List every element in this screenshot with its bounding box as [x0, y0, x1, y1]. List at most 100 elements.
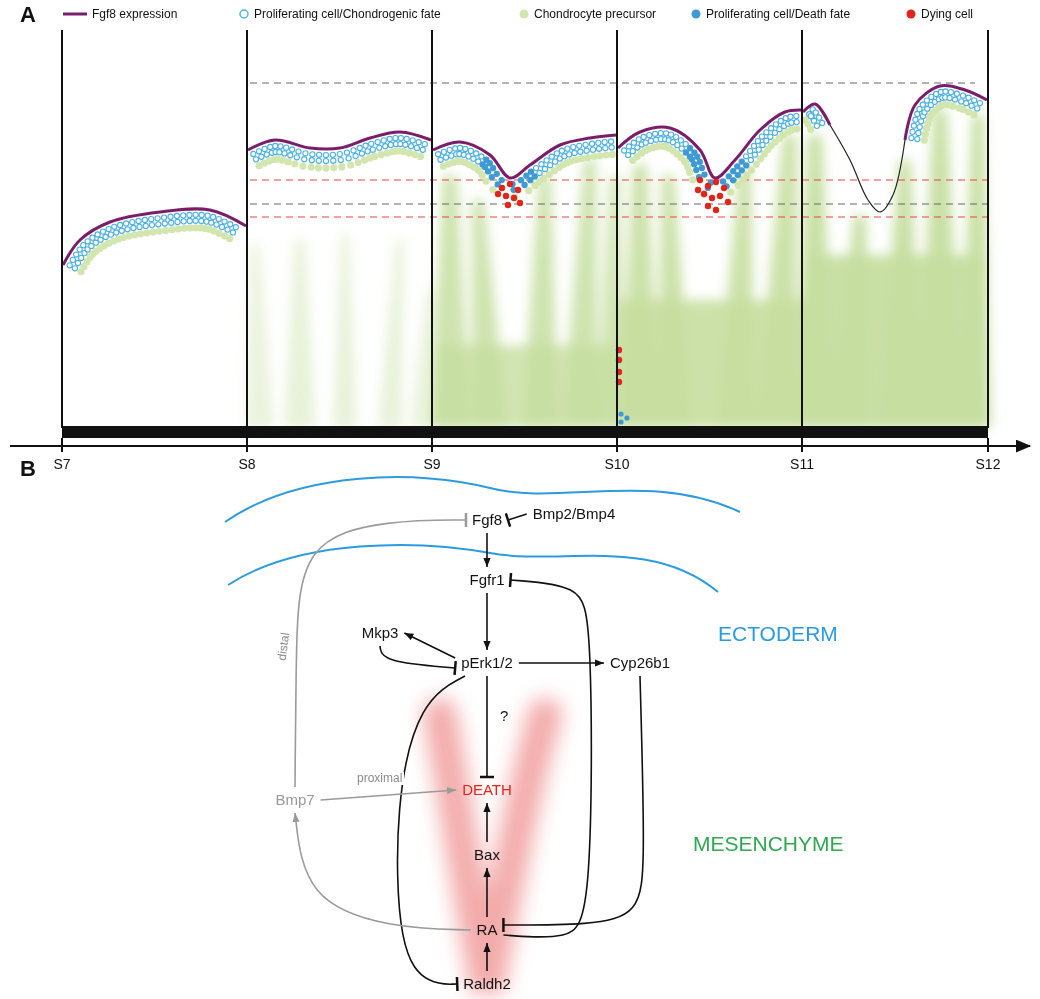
- proliferating-cell: [966, 95, 971, 100]
- stage-label: S11: [790, 456, 814, 472]
- proliferating-cell: [577, 143, 582, 148]
- stage-label: S7: [53, 456, 70, 472]
- digit-ray: [472, 200, 508, 428]
- proliferating-cell: [79, 255, 84, 260]
- node-text: Raldh2: [463, 975, 511, 993]
- dying-cell: [705, 183, 711, 189]
- dying-cell: [717, 193, 723, 199]
- proliferating-cell: [552, 159, 557, 164]
- gene-label: Fgfr1: [466, 570, 507, 590]
- dying-cell: [511, 195, 517, 201]
- proliferating-cell: [193, 218, 198, 223]
- proliferating-cell: [794, 114, 799, 119]
- digit-ray: [522, 175, 558, 428]
- raldh2-domain: [440, 715, 545, 990]
- proliferating-cell: [302, 157, 307, 162]
- proliferating-cell: [678, 138, 683, 143]
- chondrocyte-precursor: [701, 190, 708, 197]
- time-axis: [10, 445, 1030, 447]
- proliferating-cell: [225, 227, 230, 232]
- proliferating-cell: [351, 148, 356, 153]
- proliferating-cell: [103, 234, 108, 239]
- digit-ray: [755, 135, 797, 428]
- proliferating-cell: [273, 143, 278, 148]
- legend-line: [63, 13, 87, 16]
- proliferating-cell: [909, 135, 914, 140]
- connector: [486, 943, 488, 971]
- proliferating-cell: [630, 149, 635, 154]
- proliferating-cell: [262, 146, 267, 151]
- proliferating-cell: [108, 232, 113, 237]
- dying-cell: [697, 177, 703, 183]
- proliferating-cell: [494, 171, 499, 176]
- tissue-label: MESENCHYME: [693, 832, 844, 856]
- proliferating-cell: [363, 143, 368, 148]
- proliferating-cell: [174, 213, 179, 218]
- chondrocyte-precursor: [596, 152, 603, 159]
- legend-swatch: [690, 8, 702, 20]
- proliferating-cell: [583, 142, 588, 147]
- stage-label: S9: [423, 456, 440, 472]
- proliferating-cell: [155, 216, 160, 221]
- gene-label: Bmp7: [272, 790, 317, 810]
- proliferating-cell: [524, 173, 529, 178]
- proliferating-cell: [156, 222, 161, 227]
- proliferating-cell: [683, 150, 688, 155]
- connector: [486, 676, 488, 777]
- chondrocyte-precursor: [156, 228, 163, 235]
- proliferating-cell: [162, 221, 167, 226]
- proliferating-cell: [74, 252, 79, 257]
- proliferating-cell: [814, 123, 819, 128]
- chondrocyte-precursor: [602, 151, 609, 158]
- legend-text: Proliferating cell/Chondrogenic fate: [254, 7, 441, 21]
- proliferating-cell: [641, 134, 646, 139]
- digit-ray: [830, 215, 870, 428]
- proliferating-cell: [618, 419, 623, 424]
- proliferating-cell: [584, 148, 589, 153]
- node-text: RA: [477, 921, 498, 939]
- fgf8-expression-line: [63, 209, 246, 265]
- digit-ray: [596, 175, 624, 428]
- chondrocyte-precursor: [322, 164, 329, 171]
- proliferating-cell: [571, 144, 576, 149]
- dying-cell: [495, 191, 501, 197]
- proliferating-cell: [398, 141, 403, 146]
- dying-cell: [505, 202, 511, 208]
- proliferating-cell: [175, 219, 180, 224]
- proliferating-cell: [739, 159, 744, 164]
- axis-tick: [987, 438, 989, 452]
- edge-label: ?: [498, 708, 510, 725]
- proliferating-cell: [365, 149, 370, 154]
- chondrocyte-precursor: [689, 176, 696, 183]
- axis-tick: [616, 438, 618, 452]
- proliferating-cell: [537, 170, 542, 175]
- proliferating-cell: [112, 224, 117, 229]
- digit-ray: [918, 110, 962, 428]
- proliferating-cell: [233, 225, 238, 230]
- legend-swatch: [692, 10, 701, 19]
- proliferating-cell: [119, 228, 124, 233]
- proliferating-cell: [131, 225, 136, 230]
- chondrocyte-precursor: [949, 103, 956, 110]
- proliferating-cell: [393, 136, 398, 141]
- proliferating-cell: [98, 237, 103, 242]
- proliferating-cell: [626, 152, 631, 157]
- connector: [486, 593, 488, 650]
- time-bar: [62, 426, 988, 438]
- stage-divider: [987, 30, 989, 428]
- proliferating-cell: [720, 179, 725, 184]
- stage-divider: [246, 30, 248, 428]
- proliferating-cell: [747, 148, 752, 153]
- axis-tick: [431, 438, 433, 452]
- chondrocyte-precursor: [482, 177, 489, 184]
- proliferating-cell: [549, 154, 554, 159]
- proliferating-cell: [647, 133, 652, 138]
- digit-ray: [878, 160, 922, 428]
- proliferating-cell: [416, 140, 421, 145]
- proliferating-cell: [93, 240, 98, 245]
- proliferating-cell: [67, 263, 72, 268]
- proliferating-cell: [137, 224, 142, 229]
- proliferating-cell: [443, 155, 448, 160]
- legend-text: Fgf8 expression: [92, 7, 177, 21]
- proliferating-cell: [288, 153, 293, 158]
